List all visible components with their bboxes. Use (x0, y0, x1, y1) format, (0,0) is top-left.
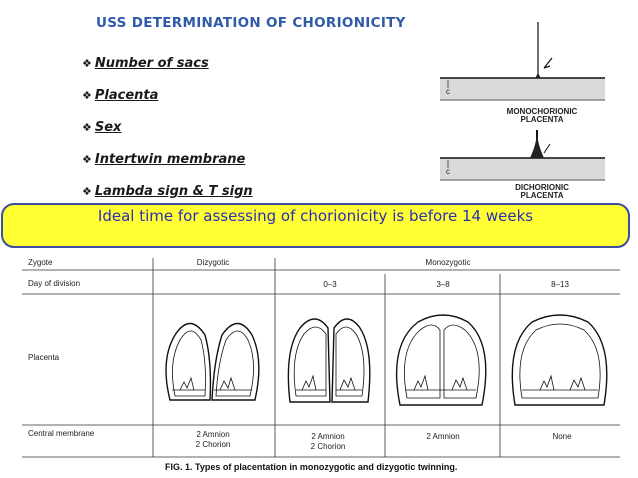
placentation-figure: Zygote Day of division Placenta Central … (22, 258, 620, 472)
mono-t-junction (535, 72, 541, 79)
mono-0-3-placenta-drawing (287, 318, 371, 403)
row-label-membrane: Central membrane (28, 429, 95, 438)
day-cell: 0–3 (323, 280, 337, 289)
timing-banner: Ideal time for assessing of chorionicity… (1, 203, 630, 248)
bullet-text: Placenta (94, 88, 159, 103)
dizygotic-header: Dizygotic (197, 258, 229, 267)
bullet-text: Intertwin membrane (94, 152, 246, 167)
mono-3-8-placenta-drawing (395, 314, 487, 406)
slide-title: USS DETERMINATION OF CHORIONICITY (96, 15, 406, 31)
di-placenta-band (440, 158, 605, 180)
mono-label-2: PLACENTA (521, 115, 564, 124)
dizygotic-placenta-drawing (165, 322, 260, 401)
list-item: ❖Number of sacs (82, 54, 253, 86)
diamond-bullet-icon: ❖ (82, 89, 92, 102)
di-axis-letter: c (446, 167, 450, 176)
row-label-placenta: Placenta (28, 353, 60, 362)
membrane-cell: 2 Amnion (426, 432, 459, 441)
membrane-cell: 2 Amnion (196, 430, 229, 439)
list-item: ❖Sex (82, 118, 253, 150)
di-label-2: PLACENTA (521, 191, 564, 200)
bullet-text: Number of sacs (94, 56, 209, 71)
criteria-list: ❖Number of sacs ❖Placenta ❖Sex ❖Intertwi… (82, 54, 253, 214)
list-item: ❖Lambda sign & T sign (82, 182, 253, 214)
diamond-bullet-icon: ❖ (82, 153, 92, 166)
mono-placenta-band (440, 78, 605, 100)
membrane-cell: 2 Amnion (311, 432, 344, 441)
membrane-cell: 2 Chorion (196, 440, 231, 449)
di-lambda-wedge (530, 130, 544, 158)
monozygotic-header: Monozygotic (426, 258, 471, 267)
row-label-day: Day of division (28, 279, 80, 288)
mono-axis-letter: c (446, 87, 450, 96)
di-label-1: DICHORIONIC (515, 183, 569, 192)
diamond-bullet-icon: ❖ (82, 121, 92, 134)
figure-caption: FIG. 1. Types of placentation in monozyg… (165, 462, 457, 472)
day-cell: 3–8 (436, 280, 450, 289)
diamond-bullet-icon: ❖ (82, 185, 92, 198)
uss-sign-diagram: c MONOCHORIONIC PLACENTA c DICHORIONIC P… (440, 18, 605, 203)
membrane-cell: 2 Chorion (311, 442, 346, 451)
bullet-text: Sex (94, 120, 122, 135)
diamond-bullet-icon: ❖ (82, 57, 92, 70)
list-item: ❖Intertwin membrane (82, 150, 253, 182)
di-arrow-icon (543, 143, 551, 154)
list-item: ❖Placenta (82, 86, 253, 118)
row-label-zygote: Zygote (28, 258, 53, 267)
mono-8-13-placenta-drawing (511, 314, 608, 406)
mono-arrow-icon (543, 57, 553, 69)
day-cell: 8–13 (551, 280, 569, 289)
membrane-cell: None (552, 432, 572, 441)
bullet-text: Lambda sign & T sign (94, 184, 253, 199)
mono-label-1: MONOCHORIONIC (507, 107, 578, 116)
